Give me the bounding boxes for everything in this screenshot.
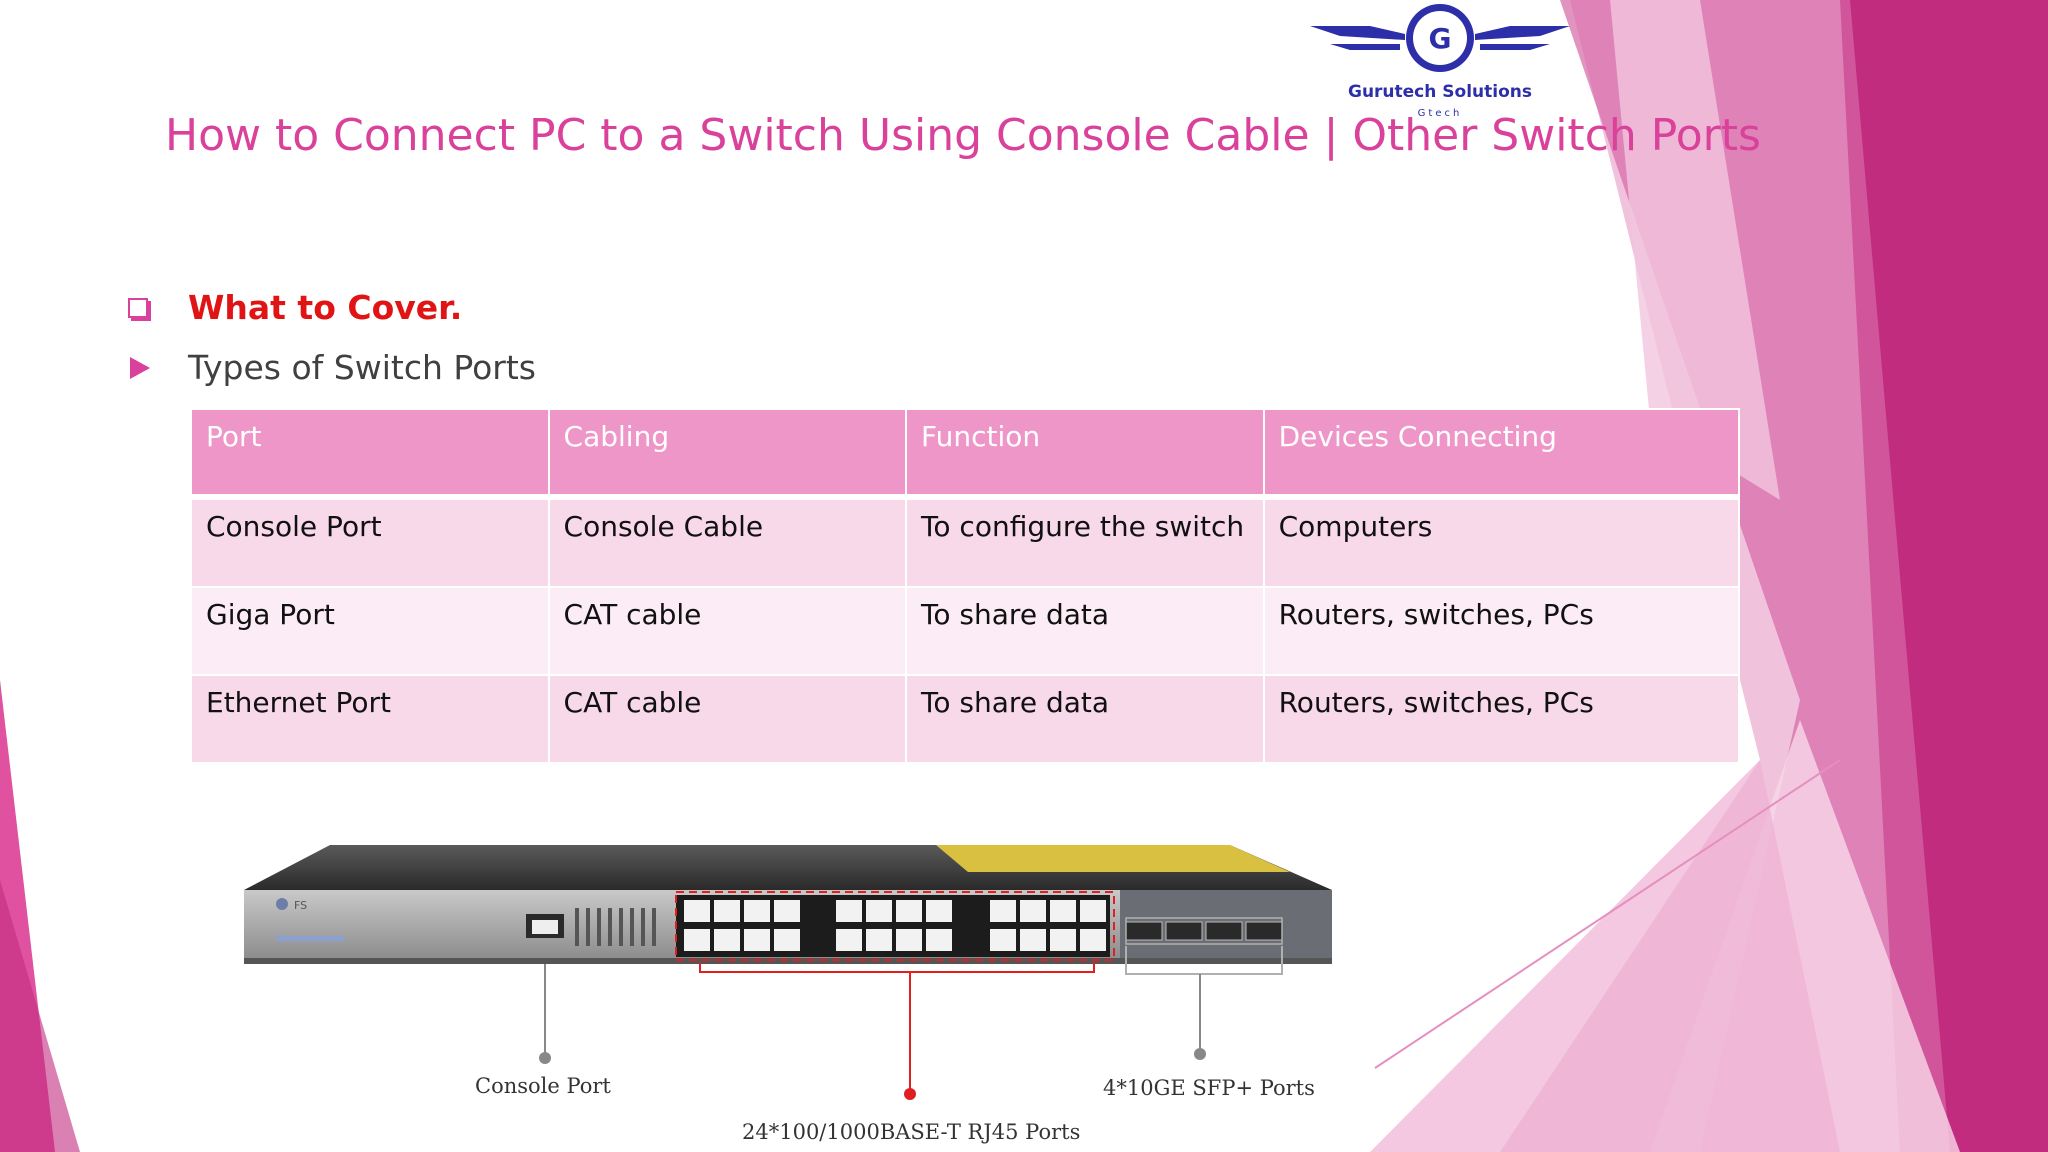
what-to-cover-text: What to Cover. — [188, 288, 463, 327]
table-cell: CAT cable — [547, 674, 908, 764]
header-devices: Devices Connecting — [1262, 408, 1741, 500]
header-function: Function — [905, 408, 1265, 500]
table-header-row: Port Cabling Function Devices Connecting — [190, 408, 1741, 500]
triangle-bullet-icon — [130, 356, 150, 379]
logo-subtitle: Gtech — [1417, 108, 1463, 119]
logo-letter: G — [1428, 22, 1452, 55]
sfp-ports — [1125, 921, 1283, 941]
bullet-types: Types of Switch Ports — [130, 348, 536, 387]
table-cell: CAT cable — [547, 586, 908, 676]
gurutech-logo — [1310, 4, 1570, 72]
table-cell: Giga Port — [190, 586, 550, 676]
types-text: Types of Switch Ports — [188, 348, 536, 387]
bullet-what-to-cover: What to Cover. — [128, 288, 462, 327]
table-cell: Routers, switches, PCs — [1262, 586, 1741, 676]
switch-ports-table: Port Cabling Function Devices Connecting… — [190, 408, 1741, 764]
led-columns — [575, 908, 656, 946]
logo-name: Gurutech Solutions — [1347, 82, 1532, 102]
rj45-ports — [684, 900, 1106, 951]
table-row: Giga Port CAT cable To share data Router… — [190, 586, 1741, 676]
table-cell: Console Cable — [547, 496, 908, 588]
table-row: Ethernet Port CAT cable To share data Ro… — [190, 674, 1741, 764]
table-cell: To share data — [905, 586, 1265, 676]
table-cell: Routers, switches, PCs — [1262, 674, 1741, 764]
header-port: Port — [190, 408, 550, 500]
table-cell: Ethernet Port — [190, 674, 550, 764]
table-cell: To share data — [905, 674, 1265, 764]
table-cell: Console Port — [190, 496, 550, 588]
slide-title: How to Connect PC to a Switch Using Cons… — [165, 110, 1761, 161]
table-row: Console Port Console Cable To configure … — [190, 496, 1741, 588]
brand-mark: FS — [276, 898, 344, 941]
rj45-ports-label: 24*100/1000BASE-T RJ45 Ports — [742, 1120, 1081, 1144]
table-cell: To configure the switch — [905, 496, 1265, 588]
square-bullet-icon — [128, 297, 148, 318]
table-cell: Computers — [1262, 496, 1741, 588]
header-cabling: Cabling — [547, 408, 908, 500]
switch-illustration: FS — [244, 845, 1332, 1100]
sfp-ports-label: 4*10GE SFP+ Ports — [1103, 1076, 1315, 1100]
brand-text: FS — [294, 899, 307, 912]
console-port-label: Console Port — [475, 1074, 611, 1098]
